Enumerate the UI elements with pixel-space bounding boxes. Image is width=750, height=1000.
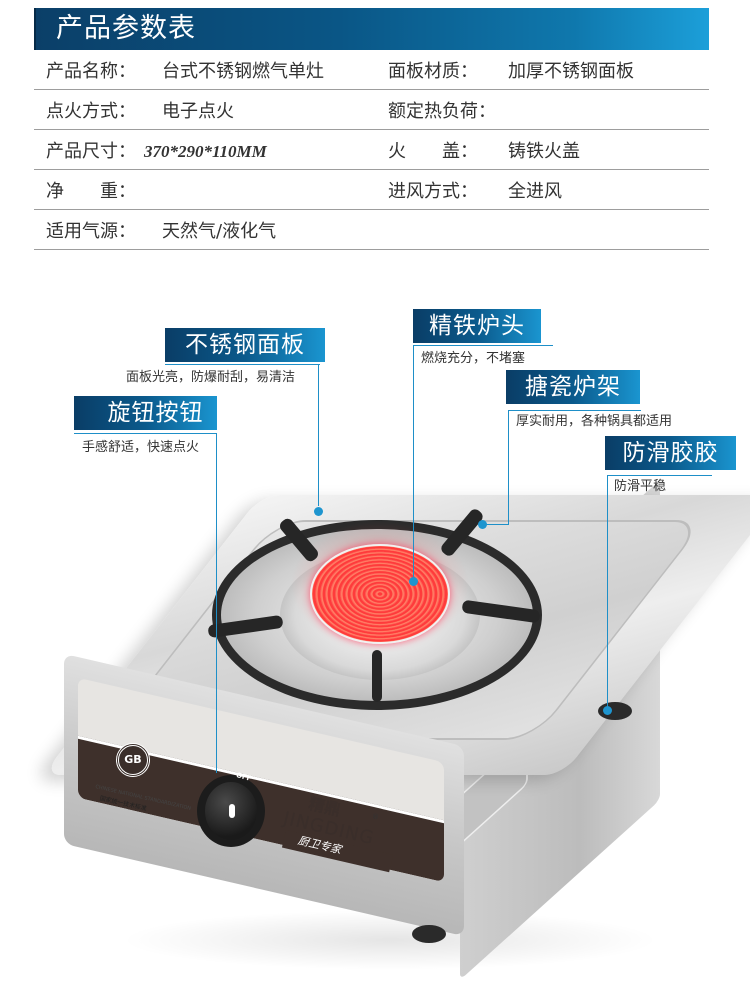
- floor-shadow: [120, 910, 660, 970]
- spec-label: 火 盖：: [388, 141, 478, 162]
- spec-row: 适用气源： 天然气/液化气: [34, 210, 709, 250]
- page-title: 产品参数表: [56, 13, 196, 44]
- spec-label: 产品尺寸：: [46, 141, 136, 162]
- callout-line: [413, 345, 553, 346]
- callout-dot: [478, 520, 487, 529]
- spec-value: 天然气/液化气: [162, 221, 277, 242]
- callout-panel-title: 不锈钢面板: [165, 328, 325, 362]
- callout-dot: [314, 507, 323, 516]
- callout-burner-desc: 燃烧充分，不堵塞: [421, 351, 526, 366]
- spec-label: 产品名称：: [46, 61, 136, 82]
- spec-value: 全进风: [508, 181, 562, 202]
- spec-table: 产品名称： 台式不锈钢燃气单灶 面板材质： 加厚不锈钢面板 点火方式： 电子点火…: [34, 50, 709, 250]
- spec-label: 适用气源：: [46, 221, 136, 242]
- registered-mark: ®: [372, 813, 379, 821]
- callout-knob-title: 旋钮按钮: [74, 396, 217, 430]
- spec-value: 370*290*110MM: [144, 142, 267, 161]
- stove-foot: [412, 925, 446, 943]
- spec-label: 额定热负荷：: [388, 101, 496, 122]
- spec-row: 净 重： 进风方式： 全进风: [34, 170, 709, 210]
- callout-line: [508, 410, 641, 411]
- infrared-burner-icon: [310, 544, 450, 644]
- spec-row: 点火方式： 电子点火 额定热负荷：: [34, 90, 709, 130]
- callout-feet-desc: 防滑平稳: [614, 479, 667, 494]
- callout-knob-desc: 手感舒适，快速点火: [82, 440, 200, 455]
- gb-badge-icon: GB: [116, 743, 150, 777]
- callout-grate-title: 搪瓷炉架: [506, 370, 640, 404]
- stove-illustration: GB CHINESE NATIONAL STANDARDIZATION 国家统一…: [0, 470, 750, 1000]
- spec-label: 点火方式：: [46, 101, 136, 122]
- callout-dot: [603, 706, 612, 715]
- spec-value: 加厚不锈钢面板: [508, 61, 634, 82]
- grate-arm: [372, 650, 382, 702]
- spec-label: 进风方式：: [388, 181, 478, 202]
- spec-row: 产品名称： 台式不锈钢燃气单灶 面板材质： 加厚不锈钢面板: [34, 50, 709, 90]
- spec-row: 产品尺寸： 370*290*110MM 火 盖： 铸铁火盖: [34, 130, 709, 170]
- spec-title-bar: 产品参数表: [34, 8, 709, 50]
- callout-dot: [409, 577, 418, 586]
- callout-line: [607, 475, 608, 707]
- callout-line: [74, 433, 217, 434]
- callout-panel-desc: 面板光亮，防爆耐刮，易清洁: [126, 370, 296, 385]
- callout-line: [482, 524, 509, 525]
- callout-line: [413, 345, 414, 580]
- callout-line: [607, 475, 712, 476]
- callout-line: [165, 364, 320, 365]
- callout-line: [318, 364, 319, 506]
- spec-label: 净 重：: [46, 181, 136, 202]
- callout-line: [508, 410, 509, 524]
- spec-value: 铸铁火盖: [508, 141, 580, 162]
- callout-feet-title: 防滑胶胶: [605, 436, 736, 470]
- callout-line: [216, 433, 217, 773]
- knob-indicator: [229, 804, 235, 818]
- spec-value: 电子点火: [162, 101, 234, 122]
- spec-label: 面板材质：: [388, 61, 478, 82]
- spec-value: 台式不锈钢燃气单灶: [162, 61, 324, 82]
- callout-grate-desc: 厚实耐用，各种锅具都适用: [516, 414, 673, 429]
- callout-burner-title: 精铁炉头: [413, 309, 541, 343]
